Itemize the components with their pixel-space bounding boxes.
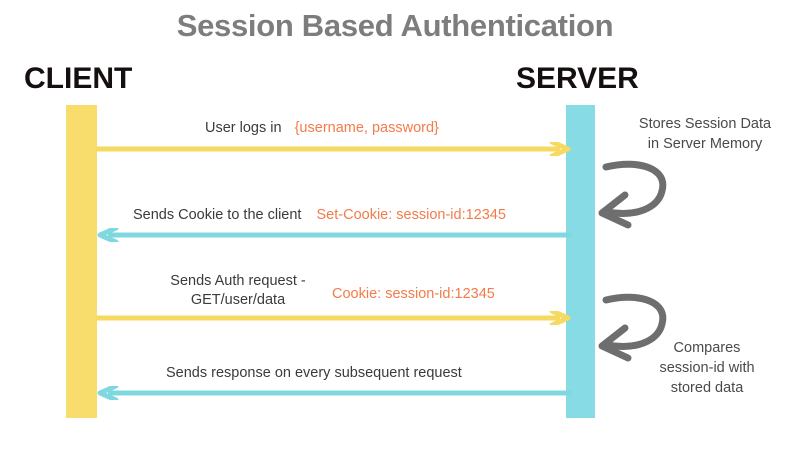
message-text-set-cookie: Sends Cookie to the client bbox=[133, 207, 302, 223]
actor-label-server: SERVER bbox=[516, 62, 639, 95]
lifeline-bar-server bbox=[566, 105, 595, 418]
annotation-compares-session: Compares session-id with stored data bbox=[632, 338, 782, 398]
self-loop-arrow-stores-session bbox=[592, 155, 682, 235]
message-payload-set-cookie: Set-Cookie: session-id:12345 bbox=[316, 207, 506, 223]
message-label-response: Sends response on every subsequent reque… bbox=[166, 364, 462, 383]
annotation-stores-session: Stores Session Data in Server Memory bbox=[615, 114, 790, 154]
actor-label-client: CLIENT bbox=[24, 62, 133, 95]
annotation-compares-session-line1: Compares bbox=[673, 340, 741, 356]
message-arrow-auth-request bbox=[96, 311, 572, 325]
message-arrow-login bbox=[96, 142, 572, 156]
message-arrow-response bbox=[96, 386, 572, 400]
self-loop-arrow-compares-session bbox=[592, 288, 682, 368]
lifeline-bar-client bbox=[66, 105, 97, 418]
message-label-auth-request: Sends Auth request - GET/user/data bbox=[148, 272, 328, 310]
message-payload-auth-request-wrap: Cookie: session-id:12345 bbox=[332, 285, 495, 304]
message-label-login: User logs in {username, password} bbox=[205, 119, 439, 138]
page-title: Session Based Authentication bbox=[176, 8, 614, 43]
message-arrow-set-cookie bbox=[96, 228, 572, 242]
message-text-auth-request-line1: Sends Auth request - bbox=[170, 273, 306, 289]
message-label-set-cookie: Sends Cookie to the client Set-Cookie: s… bbox=[133, 206, 506, 225]
annotation-stores-session-line1: Stores Session Data bbox=[638, 116, 772, 132]
message-text-login: User logs in bbox=[205, 120, 282, 136]
annotation-compares-session-line3: stored data bbox=[670, 380, 744, 396]
message-text-response: Sends response on every subsequent reque… bbox=[166, 365, 462, 381]
message-payload-auth-request: Cookie: session-id:12345 bbox=[332, 286, 495, 302]
annotation-compares-session-line2: session-id with bbox=[659, 360, 755, 376]
annotation-stores-session-line2: in Server Memory bbox=[647, 136, 763, 152]
message-text-auth-request-line2: GET/user/data bbox=[190, 292, 286, 308]
message-payload-login: {username, password} bbox=[294, 120, 439, 136]
